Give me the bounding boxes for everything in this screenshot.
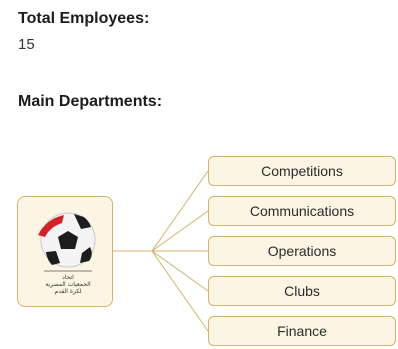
total-employees-value: 15 [18, 36, 35, 53]
department-competitions: Competitions [208, 156, 396, 186]
total-employees-label: Total Employees: [18, 10, 150, 27]
department-communications: Communications [208, 196, 396, 226]
logo-text-line-2: الجمعيات المصرية [45, 281, 91, 288]
department-operations: Operations [208, 236, 396, 266]
logo-text-line-3: لكرة القدم [55, 288, 82, 295]
department-finance: Finance [208, 316, 396, 346]
connector-communications [151, 210, 209, 252]
logo-text-line-1: اتحاد [62, 274, 74, 281]
connector-clubs [151, 250, 209, 292]
connector-finance [151, 250, 209, 332]
main-departments-label: Main Departments: [18, 93, 163, 110]
department-clubs: Clubs [208, 276, 396, 306]
connector-competitions [151, 170, 209, 252]
football-logo-icon: اتحاد الجمعيات المصرية لكرة القدم [38, 212, 96, 295]
org-root-node: اتحاد الجمعيات المصرية لكرة القدم [17, 196, 113, 307]
